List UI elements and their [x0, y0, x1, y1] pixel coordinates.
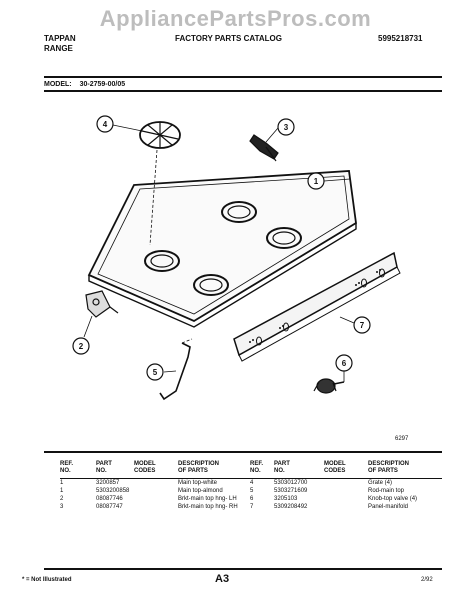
callout-2: 2	[72, 337, 90, 355]
manifold-panel-illustration	[233, 251, 401, 362]
leader-lines	[83, 124, 355, 382]
product-type: RANGE	[44, 44, 73, 53]
table-row: 1 5303200858 Main top-almond	[60, 488, 223, 494]
svg-text:3: 3	[284, 123, 289, 132]
hinge-bracket-lh-illustration	[85, 290, 119, 318]
parts-diagram: 4 3 1 2 5 7 6	[72, 115, 401, 401]
table-row: 6 3205103 Knob-top valve (4)	[250, 496, 418, 502]
table-row: 1 3200857 Main top-white	[60, 480, 218, 486]
footer-rule	[44, 568, 442, 570]
svg-text:1: 1	[314, 177, 319, 186]
svg-text:4: 4	[103, 120, 108, 129]
svg-text:6: 6	[342, 359, 347, 368]
main-top-rod-illustration	[159, 338, 193, 401]
page-number: A3	[215, 573, 230, 585]
svg-text:2: 2	[79, 342, 84, 351]
brand-block: TAPPAN RANGE	[44, 34, 76, 54]
table-row: 4 5303012700 Grate (4)	[250, 480, 393, 486]
header-rule-top	[44, 76, 442, 78]
svg-text:7: 7	[360, 321, 365, 330]
valve-holes	[256, 268, 385, 346]
table-row: 5 5303271609 Rod-main top	[250, 488, 405, 494]
catalog-number: 5995218731	[378, 34, 423, 43]
callout-3: 3	[277, 118, 295, 136]
watermark: AppliancePartsPros.com	[99, 6, 372, 31]
callout-1: 1	[307, 172, 325, 190]
callout-5: 5	[146, 363, 164, 381]
callout-6: 6	[335, 354, 353, 372]
svg-text:5: 5	[153, 368, 158, 377]
model-label: MODEL:	[44, 81, 72, 88]
figure-id: 6297	[395, 436, 409, 442]
callout-7: 7	[353, 316, 371, 334]
header-rule-bottom	[44, 90, 442, 92]
table-row: 3 08087747 Brkt-main top hng- RH	[60, 504, 238, 510]
control-knob-illustration	[313, 378, 345, 394]
burner-wells	[144, 201, 302, 296]
footnote: * = Not Illustrated	[22, 577, 72, 583]
main-top-illustration	[87, 170, 357, 328]
callouts: 4 3 1 2 5 7 6	[72, 115, 371, 381]
catalog-title: FACTORY PARTS CATALOG	[175, 34, 282, 43]
table-row: 2 08087746 Brkt-main top hng- LH	[60, 496, 237, 502]
brand-name: TAPPAN	[44, 34, 76, 43]
table-row: 7 5309208492 Panel-manifold	[250, 504, 409, 510]
callout-4: 4	[96, 115, 114, 133]
page-date: 2/92	[421, 577, 433, 583]
col-ref-header: REF.NO.	[60, 461, 96, 479]
table-rule-top	[44, 451, 442, 453]
grate-illustration	[139, 121, 181, 246]
model-value: 30-2759-00/05	[79, 81, 126, 88]
hinge-bracket-rh-illustration	[249, 134, 279, 162]
model-line: MODEL: 30-2759-00/05	[44, 81, 125, 88]
panel-dots	[249, 269, 381, 343]
col-ref-header: REF.NO.	[250, 461, 274, 479]
